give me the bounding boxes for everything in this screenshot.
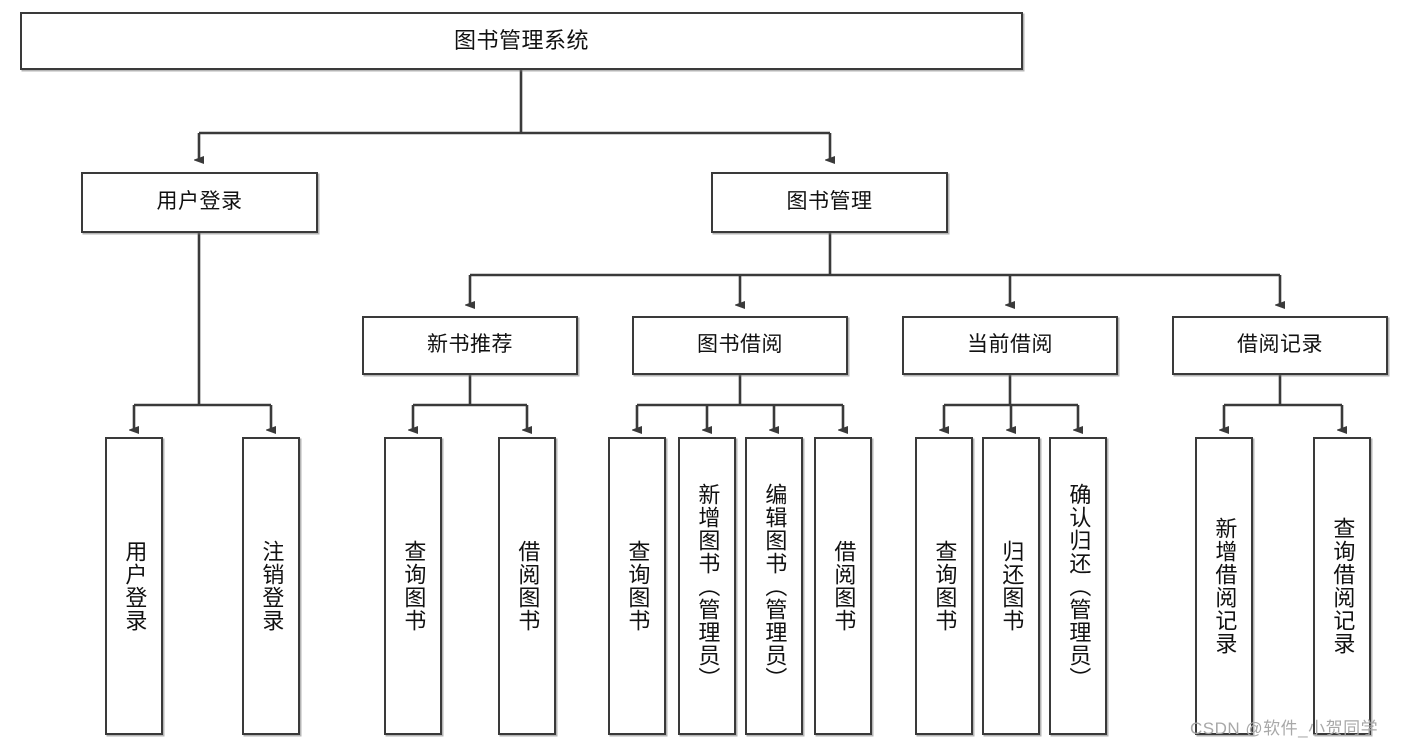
leaf-record-add-record[interactable]: 新增借阅记录 bbox=[1195, 437, 1253, 735]
leaf-borrow-query-book[interactable]: 查询图书 bbox=[608, 437, 666, 735]
node-root-system[interactable]: 图书管理系统 bbox=[20, 12, 1023, 70]
node-label: 用户登录 bbox=[122, 540, 148, 632]
leaf-record-query-record[interactable]: 查询借阅记录 bbox=[1313, 437, 1371, 735]
node-label: 借阅记录 bbox=[1237, 333, 1323, 357]
csdn-watermark: CSDN @软件_小贺同学 bbox=[1190, 719, 1379, 738]
node-label: 用户登录 bbox=[156, 190, 243, 214]
node-label: 编辑图书（管理员） bbox=[762, 482, 788, 690]
node-label: 借阅图书 bbox=[831, 540, 857, 632]
leaf-current-return-book[interactable]: 归还图书 bbox=[982, 437, 1040, 735]
node-book-borrow[interactable]: 图书借阅 bbox=[632, 316, 848, 375]
node-label: 图书借阅 bbox=[697, 333, 783, 357]
node-label: 新增借阅记录 bbox=[1212, 517, 1238, 655]
leaf-borrow-borrow-book[interactable]: 借阅图书 bbox=[814, 437, 872, 735]
node-label: 借阅图书 bbox=[515, 540, 541, 632]
node-label: 当前借阅 bbox=[967, 333, 1053, 357]
node-label: 图书管理系统 bbox=[453, 28, 589, 54]
node-borrow-record[interactable]: 借阅记录 bbox=[1172, 316, 1388, 375]
node-label: 确认归还（管理员） bbox=[1066, 482, 1092, 690]
leaf-borrow-edit-book-admin[interactable]: 编辑图书（管理员） bbox=[745, 437, 803, 735]
node-label: 图书管理 bbox=[786, 190, 873, 214]
node-label: 归还图书 bbox=[999, 540, 1025, 632]
leaf-current-confirm-return-admin[interactable]: 确认归还（管理员） bbox=[1049, 437, 1107, 735]
node-book-management[interactable]: 图书管理 bbox=[711, 172, 948, 233]
node-label: 查询借阅记录 bbox=[1330, 517, 1356, 655]
node-label: 新书推荐 bbox=[427, 333, 513, 357]
node-label: 查询图书 bbox=[625, 540, 651, 632]
node-label: 注销登录 bbox=[259, 540, 285, 632]
node-label: 查询图书 bbox=[932, 540, 958, 632]
node-label: 新增图书（管理员） bbox=[695, 482, 721, 690]
leaf-borrow-add-book-admin[interactable]: 新增图书（管理员） bbox=[678, 437, 736, 735]
leaf-user-login-login[interactable]: 用户登录 bbox=[105, 437, 163, 735]
leaf-user-login-logout[interactable]: 注销登录 bbox=[242, 437, 300, 735]
leaf-current-query-book[interactable]: 查询图书 bbox=[915, 437, 973, 735]
node-new-book-recommend[interactable]: 新书推荐 bbox=[362, 316, 578, 375]
node-current-borrow[interactable]: 当前借阅 bbox=[902, 316, 1118, 375]
node-label: 查询图书 bbox=[401, 540, 427, 632]
node-user-login[interactable]: 用户登录 bbox=[81, 172, 318, 233]
leaf-recommend-query-book[interactable]: 查询图书 bbox=[384, 437, 442, 735]
leaf-recommend-borrow-book[interactable]: 借阅图书 bbox=[498, 437, 556, 735]
